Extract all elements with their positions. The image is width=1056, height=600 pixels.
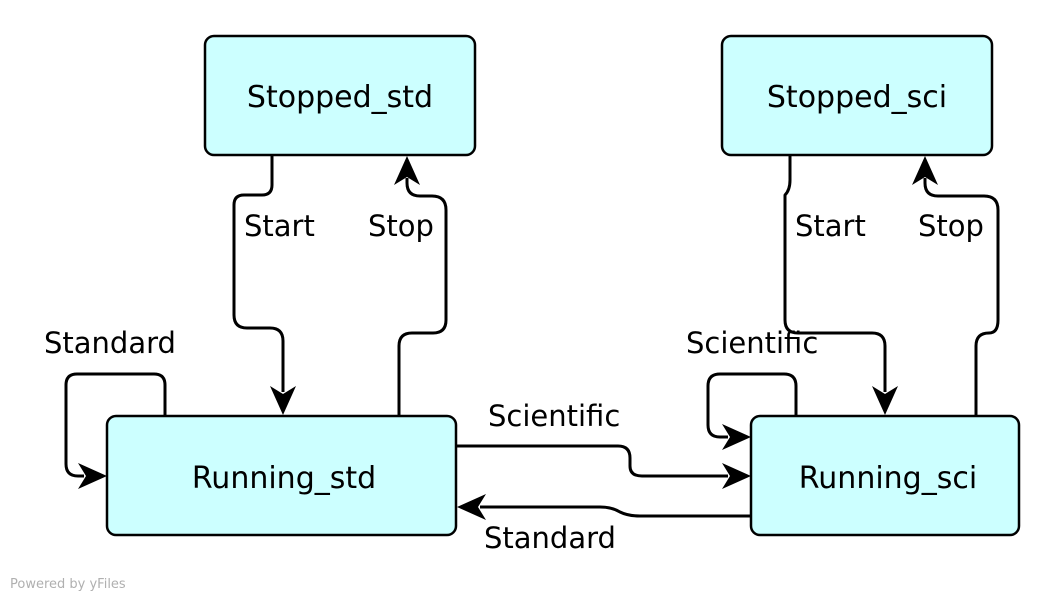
arrow-head xyxy=(872,386,898,415)
node-stopped-sci[interactable]: Stopped_sci xyxy=(720,34,994,157)
edge-start-sci[interactable] xyxy=(783,155,898,415)
arrow-head xyxy=(722,424,751,450)
arrow-head xyxy=(457,494,486,520)
edge-self-loop-sci[interactable] xyxy=(706,372,798,450)
edge-label-self-loop-std: Standard xyxy=(44,326,176,360)
node-label-stopped-sci: Stopped_sci xyxy=(767,80,947,115)
node-label-running-std: Running_std xyxy=(192,461,376,496)
edge-label-std-to-sci: Scientific xyxy=(488,399,620,433)
edge-label-start-std: Start xyxy=(244,209,315,243)
arrow-head xyxy=(912,156,938,185)
edge-sci-to-std[interactable] xyxy=(457,494,751,520)
edge-label-stop-sci: Stop xyxy=(918,209,984,243)
edge-label-stop-std: Stop xyxy=(368,209,434,243)
edge-label-start-sci: Start xyxy=(795,209,866,243)
edge-std-to-sci[interactable] xyxy=(456,444,751,489)
arrow-head xyxy=(78,463,107,489)
edge-self-loop-std[interactable] xyxy=(64,372,167,489)
node-running-std[interactable]: Running_std xyxy=(105,414,458,537)
node-label-stopped-std: Stopped_std xyxy=(247,80,433,115)
node-label-running-sci: Running_sci xyxy=(799,461,977,496)
edge-start-std[interactable] xyxy=(232,155,296,415)
arrow-head xyxy=(722,463,751,489)
edge-label-self-loop-sci: Scientific xyxy=(686,326,818,360)
edge-stop-sci[interactable] xyxy=(912,156,1000,415)
edge-label-sci-to-std: Standard xyxy=(484,521,616,555)
edge-stop-std[interactable] xyxy=(394,156,448,415)
arrow-head xyxy=(270,386,296,415)
node-stopped-std[interactable]: Stopped_std xyxy=(203,34,477,157)
node-running-sci[interactable]: Running_sci xyxy=(749,414,1021,537)
arrow-head xyxy=(394,156,420,185)
powered-by-watermark: Powered by yFiles xyxy=(10,577,126,592)
